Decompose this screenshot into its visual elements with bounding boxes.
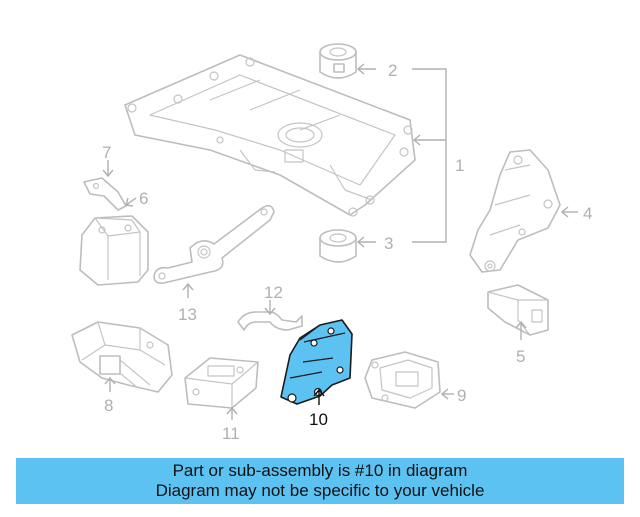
part-6-engine-mount[interactable] — [79, 215, 149, 286]
callout-3: 3 — [384, 234, 393, 253]
callout-12: 12 — [264, 283, 283, 302]
callout-10: 10 — [309, 410, 328, 429]
callout-5: 5 — [516, 347, 525, 366]
callout-7: 7 — [102, 143, 111, 162]
callout-1: 1 — [455, 156, 464, 175]
part-3-bushing[interactable] — [319, 229, 357, 263]
part-2-bushing[interactable] — [319, 43, 357, 79]
part-13-torque-rod[interactable] — [153, 204, 275, 284]
callouts: 2 1 3 4 5 6 7 8 9 10 11 12 13 — [102, 61, 592, 443]
leader-lines — [102, 63, 578, 420]
info-banner: Part or sub-assembly is #10 in diagram D… — [16, 458, 624, 504]
part-8-mount[interactable] — [71, 321, 173, 393]
callout-6: 6 — [139, 189, 148, 208]
part-11-mount[interactable] — [184, 357, 259, 409]
callout-2: 2 — [388, 61, 397, 80]
callout-11: 11 — [222, 424, 240, 443]
banner-line-2: Diagram may not be specific to your vehi… — [155, 481, 485, 500]
banner-line-1: Part or sub-assembly is #10 in diagram — [172, 461, 468, 480]
callout-8: 8 — [104, 396, 113, 415]
part-12-pipe[interactable] — [237, 311, 303, 331]
part-4-bracket[interactable] — [469, 149, 561, 273]
part-7-clip[interactable] — [83, 177, 127, 211]
part-1-subframe[interactable] — [124, 54, 416, 217]
callout-4: 4 — [583, 204, 592, 223]
callout-13: 13 — [178, 305, 197, 324]
part-10-bracket[interactable] — [280, 319, 353, 405]
part-5-bracket[interactable] — [487, 284, 549, 336]
callout-9: 9 — [457, 386, 466, 405]
part-9-mount[interactable] — [364, 351, 441, 409]
